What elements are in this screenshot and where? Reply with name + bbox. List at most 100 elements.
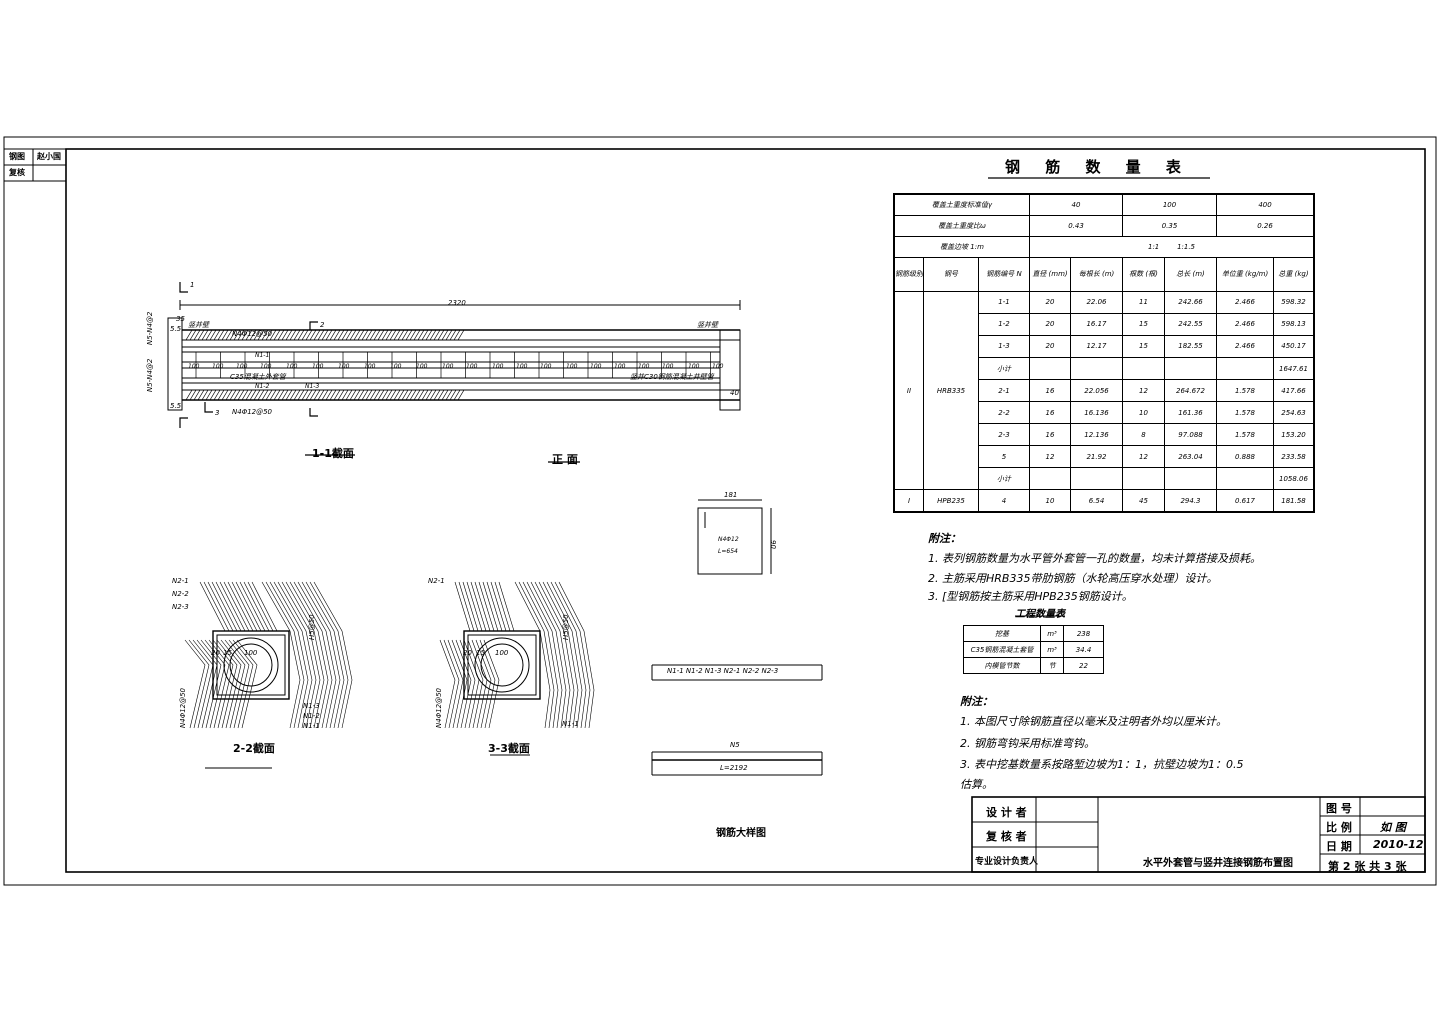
hatch-line [417,329,425,341]
cut-marker-1: 1 [190,281,195,289]
fan-bar [223,581,250,632]
s33-n2-1: N2-1 [428,577,445,585]
hatch-line [269,389,277,401]
n1-3-label: N1-3 [305,383,320,390]
hatch-line [309,389,317,401]
hatch-line [257,329,265,341]
hatch-line [317,389,325,401]
s22-diameter: 100 [244,649,258,657]
header-cell: 钢筋编号 N [978,256,1030,292]
s22-n2-1: N2-1 [172,577,189,585]
cell: 20 [1029,312,1071,336]
cell: 2-3 [978,423,1030,447]
cell: 5 [978,445,1030,469]
cell: 598.13 [1273,312,1315,336]
fan-bar [227,581,254,632]
hatch-line [385,329,393,341]
hatch-line [457,329,465,341]
cell: 2.466 [1216,290,1274,314]
dim-5-5b: 5.5 [170,402,182,410]
n4-bot-label: N4Φ12@50 [232,408,273,416]
detail-box-n: N4Φ12 [718,536,739,543]
fan-bar [199,581,226,632]
right-dim: 40 [730,389,739,397]
cell: 242.55 [1164,312,1217,336]
fan-bar [228,639,250,729]
header-cell: 总长 (m) [1164,256,1217,292]
hatch-line [225,329,233,341]
spacing-label: 100 [364,363,376,370]
cell [1029,467,1071,491]
notes2-title: 附注： [960,695,993,708]
hatch-line [369,329,377,341]
header-cell: 直径 (mm) [1029,256,1071,292]
fan-bar [454,581,471,632]
fan-bar [215,581,242,632]
top-cell: 0.43 [1029,214,1123,237]
cell: 12 [1122,379,1165,403]
s22-n1-1: N1-1 [303,722,320,730]
hatch-line [253,329,261,341]
hatch-line [213,389,221,401]
hatch-line [357,329,365,341]
table-row: 覆盖土重度比ω 0.43 0.35 0.26 [893,214,1315,237]
cell: 16 [1029,401,1071,425]
cell: 16 [1029,379,1071,403]
fan-bar [208,639,230,729]
designer-label: 设 计 者 [986,806,1027,819]
detail-box-l: L=654 [718,548,738,555]
cell: 238 [1063,625,1104,642]
detail-box-width: 181 [724,491,738,499]
hatch-line [389,329,397,341]
cell: 45 [1122,489,1165,513]
cell: 22.06 [1070,290,1123,314]
spacing-label: 100 [566,363,578,370]
spacing-label: 100 [286,363,298,370]
hatch-line [201,329,209,341]
cell: 1058.06 [1273,467,1315,491]
fan-bar [235,581,262,632]
hatch-line [225,389,233,401]
cell: 1.578 [1216,379,1274,403]
fan-bar [207,581,234,632]
fan-bar [538,581,575,729]
header-cell: 总重 (kg) [1273,256,1315,292]
fan-bar [261,581,301,729]
fan-bar [530,581,567,729]
hatch-line [233,329,241,341]
fan-bar [269,581,309,729]
hatch-line [365,389,373,401]
hatch-line [453,329,461,341]
fan-bar [200,639,222,729]
hatch-line [221,329,229,341]
fan-bar [236,639,258,729]
drawing-no-label: 图 号 [1326,802,1352,815]
cell: 小计 [978,356,1030,381]
hatch-line [221,389,229,401]
hatch-line [257,389,265,401]
cell: 264.672 [1164,379,1217,403]
fan-bar [490,581,507,632]
fan-bar [494,581,511,632]
hatch-line [273,389,281,401]
fan-bar [554,581,591,729]
cell: 1-2 [978,312,1030,336]
cell: 21.92 [1070,445,1123,469]
s22-dim-20: 20 [211,649,220,657]
top-row-label: 覆盖土重度标准值γ [893,193,1030,216]
left-wall-label: 竖井壁 [188,321,209,329]
cell: 263.04 [1164,445,1217,469]
steel-cell: HRB335 [923,290,979,491]
cell: 1.578 [1216,401,1274,425]
fan-bar [247,581,274,632]
top-cell: 100 [1122,193,1217,216]
n1-1-label: N1-1 [255,352,270,359]
fan-bar [443,639,460,729]
fan-bar [293,581,333,729]
fan-bar [277,581,317,729]
top-cell: 0.35 [1122,214,1217,237]
cell: 22 [1063,657,1104,674]
cell: 16 [1029,423,1071,447]
